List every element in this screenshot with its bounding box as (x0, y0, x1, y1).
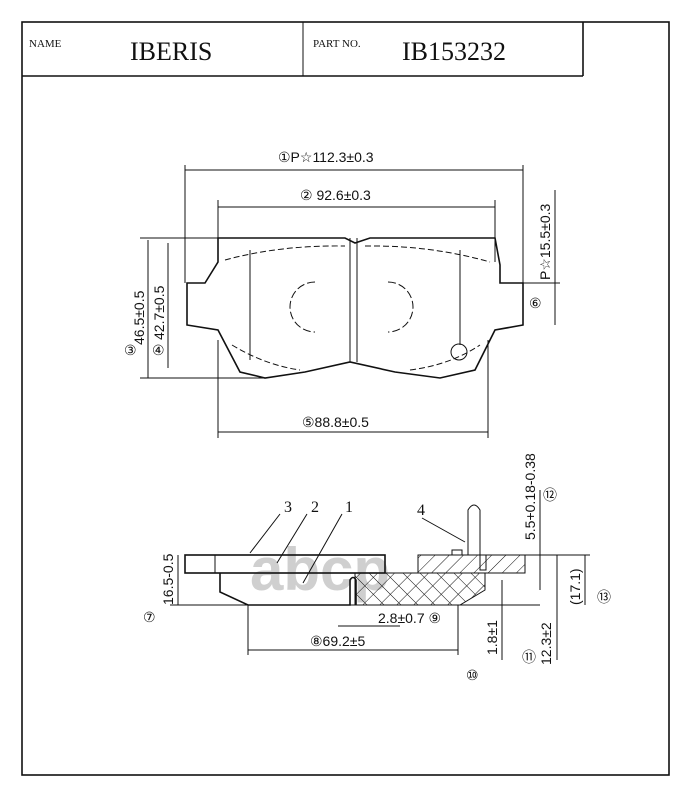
drawing-frame (21, 21, 670, 776)
dim12-marker: ⑫ (543, 487, 557, 503)
dim-chamfer: 1.8±1 (484, 620, 500, 655)
dim13-marker: ⑬ (597, 589, 611, 605)
dim-slot-width: 2.8±0.7 ⑨ (378, 610, 441, 626)
top-view-pad (186, 237, 524, 379)
top-view-dimensions (140, 165, 560, 438)
dim-overall-height: 46.5±0.5 (131, 290, 147, 345)
dim-backplate-thickness: 5.5+0.18-0.38 (522, 453, 538, 540)
part-label-4: 4 (417, 502, 425, 519)
dim7-marker: ⑦ (143, 609, 156, 625)
dim4-marker: ④ (152, 342, 165, 358)
name-value: IBERIS (130, 37, 212, 66)
part-label-3: 3 (284, 499, 292, 516)
part-label-2: 2 (311, 499, 319, 516)
dim10-marker: ⑩ (466, 667, 479, 683)
part-label-1: 1 (345, 499, 353, 516)
dim11-marker: ⑪ (522, 649, 536, 665)
dim-tab-offset: P☆15.5±0.3 (537, 204, 553, 280)
side-view-pad (184, 504, 526, 606)
dim-friction-thickness: 12.3±2 (538, 622, 554, 665)
name-label: NAME (29, 38, 62, 50)
dim-total-thickness: (17.1) (567, 568, 583, 605)
dim-friction-length: ⑤88.8±0.5 (302, 414, 369, 430)
part-no-value: IB153232 (402, 37, 506, 66)
dim-side-length: ⑧69.2±5 (310, 633, 365, 649)
dim-thickness: 16.5-0.5 (160, 553, 176, 605)
dim6-marker: ⑥ (529, 295, 542, 311)
dim-friction-height: 42.7±0.5 (151, 285, 167, 340)
part-no-label: PART NO. (313, 38, 361, 50)
part-leader-lines (249, 513, 466, 584)
dim-backplate-length: ② 92.6±0.3 (300, 187, 371, 203)
dim-overall-length: ①P☆112.3±0.3 (278, 149, 374, 165)
side-view-dimensions (170, 490, 590, 660)
dim3-marker: ③ (124, 342, 137, 358)
